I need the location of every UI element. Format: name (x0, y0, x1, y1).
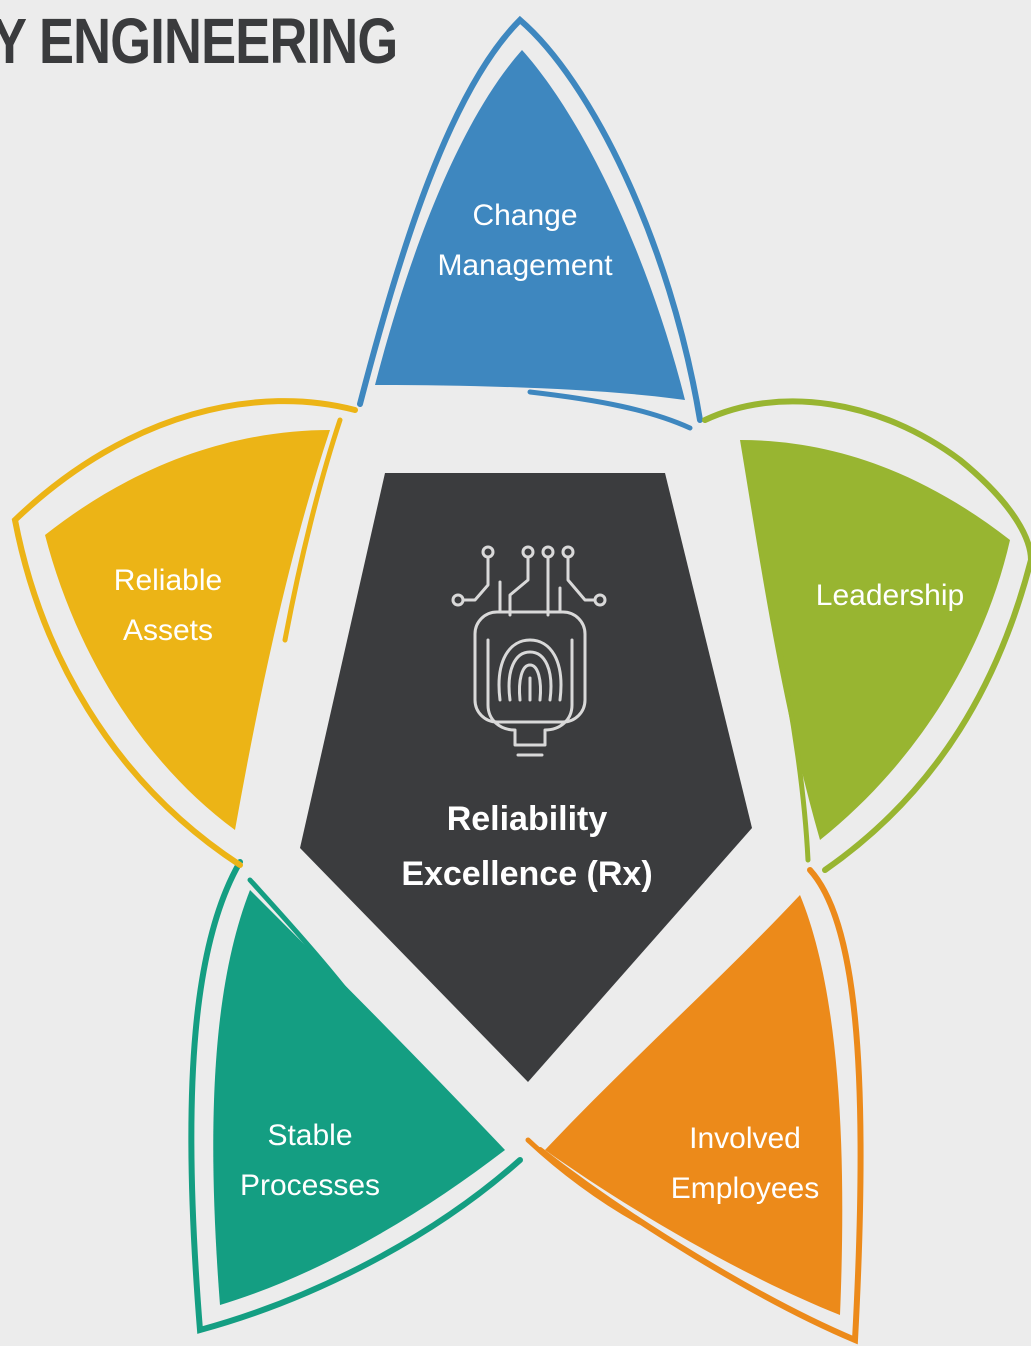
petal-reliable-assets-label-1: Reliable (114, 564, 222, 597)
petal-reliable-assets-label-2: Assets (123, 614, 213, 647)
petal-involved-employees-label-2: Employees (671, 1172, 819, 1205)
center-pentagon-shape (300, 473, 752, 1082)
petal-change-management: Change Management (357, 15, 703, 431)
petal-stable-processes-label-1: Stable (267, 1119, 352, 1152)
page-title: Y ENGINEERING (0, 5, 398, 77)
petal-reliable-assets-shape (45, 430, 330, 830)
petal-leadership-shape (740, 440, 1010, 840)
petal-leadership-label: Leadership (816, 579, 964, 612)
petal-stable-processes-outline (188, 859, 523, 1334)
petal-stable-processes: Stable Processes (188, 859, 523, 1334)
petal-change-management-outline (357, 15, 703, 423)
petal-change-management-shape (375, 50, 685, 400)
petal-involved-employees: Involved Employees (525, 867, 864, 1345)
petal-change-management-label-2: Management (437, 249, 613, 282)
petal-stable-processes-shape (213, 890, 505, 1305)
petal-involved-employees-outline (537, 867, 864, 1345)
petal-leadership-outline (702, 398, 1031, 873)
petal-change-management-label-1: Change (472, 199, 577, 232)
fingerprint-circuit-icon (451, 545, 607, 757)
center-label-2: Excellence (Rx) (401, 855, 652, 893)
petal-involved-employees-shape (545, 895, 843, 1315)
center-label-1: Reliability (447, 800, 608, 838)
petal-leadership: Leadership (702, 398, 1031, 873)
petal-stable-processes-label-2: Processes (240, 1169, 380, 1202)
petal-reliable-assets: Reliable Assets (11, 398, 358, 868)
center-pentagon: Reliability Excellence (Rx) (300, 473, 752, 1082)
petal-reliable-assets-outline (11, 398, 358, 868)
petal-involved-employees-label-1: Involved (689, 1122, 801, 1155)
